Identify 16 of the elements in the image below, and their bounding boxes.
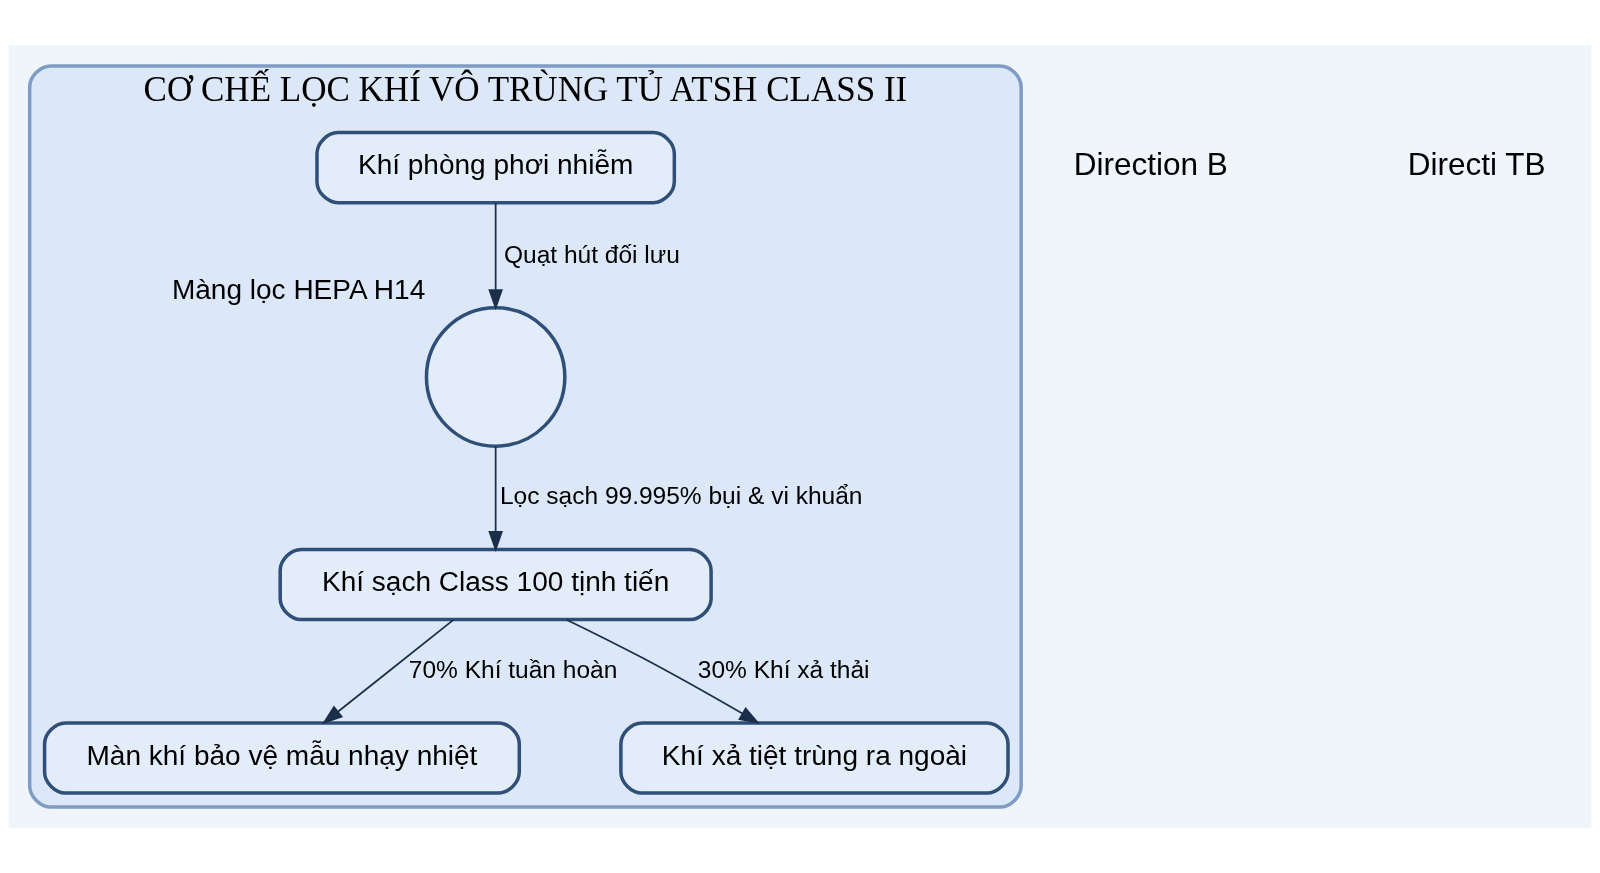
edge-label: 70% Khí tuần hoàn xyxy=(408,655,618,683)
node-box: Khí phòng phơi nhiễm xyxy=(315,130,677,205)
label: Direction B xyxy=(1073,146,1228,183)
node-box: Khí sạch Class 100 tịnh tiến xyxy=(278,547,713,622)
arrow xyxy=(565,618,761,724)
node-circle xyxy=(424,306,567,448)
node-label: Màng lọc HEPA H14 xyxy=(171,273,426,305)
node-box: Màn khí bảo vệ mẫu nhạy nhiệt xyxy=(42,721,522,795)
arrow xyxy=(322,618,455,725)
node-box: Khí xả tiệt trùng ra ngoài xyxy=(619,721,1010,795)
edge-label: Lọc sạch 99.995% bụi & vi khuẩn xyxy=(499,482,863,510)
arrow xyxy=(488,202,503,311)
arrow xyxy=(488,445,503,553)
edge-label: Quạt hút đối lưu xyxy=(503,240,680,268)
edge-label: 30% Khí xả thải xyxy=(697,655,870,683)
label: Directi TB xyxy=(1407,146,1546,183)
